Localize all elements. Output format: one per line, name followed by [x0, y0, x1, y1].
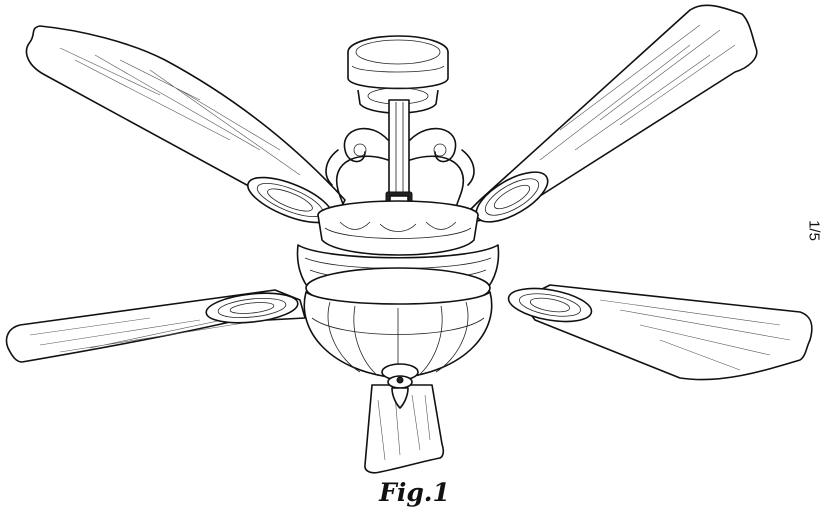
- blade-iron-lower-right: [507, 287, 593, 323]
- blade-bottom: [364, 384, 445, 474]
- blade-iron-lower-left: [205, 292, 299, 324]
- light-kit-bowl: [303, 267, 493, 379]
- blade-lower-right: [519, 284, 813, 381]
- bowl-finial: [381, 363, 419, 409]
- figure-caption: Fig.1: [379, 478, 450, 507]
- blade-upper-right: [454, 4, 758, 226]
- sheet-number: 1/5: [805, 220, 823, 241]
